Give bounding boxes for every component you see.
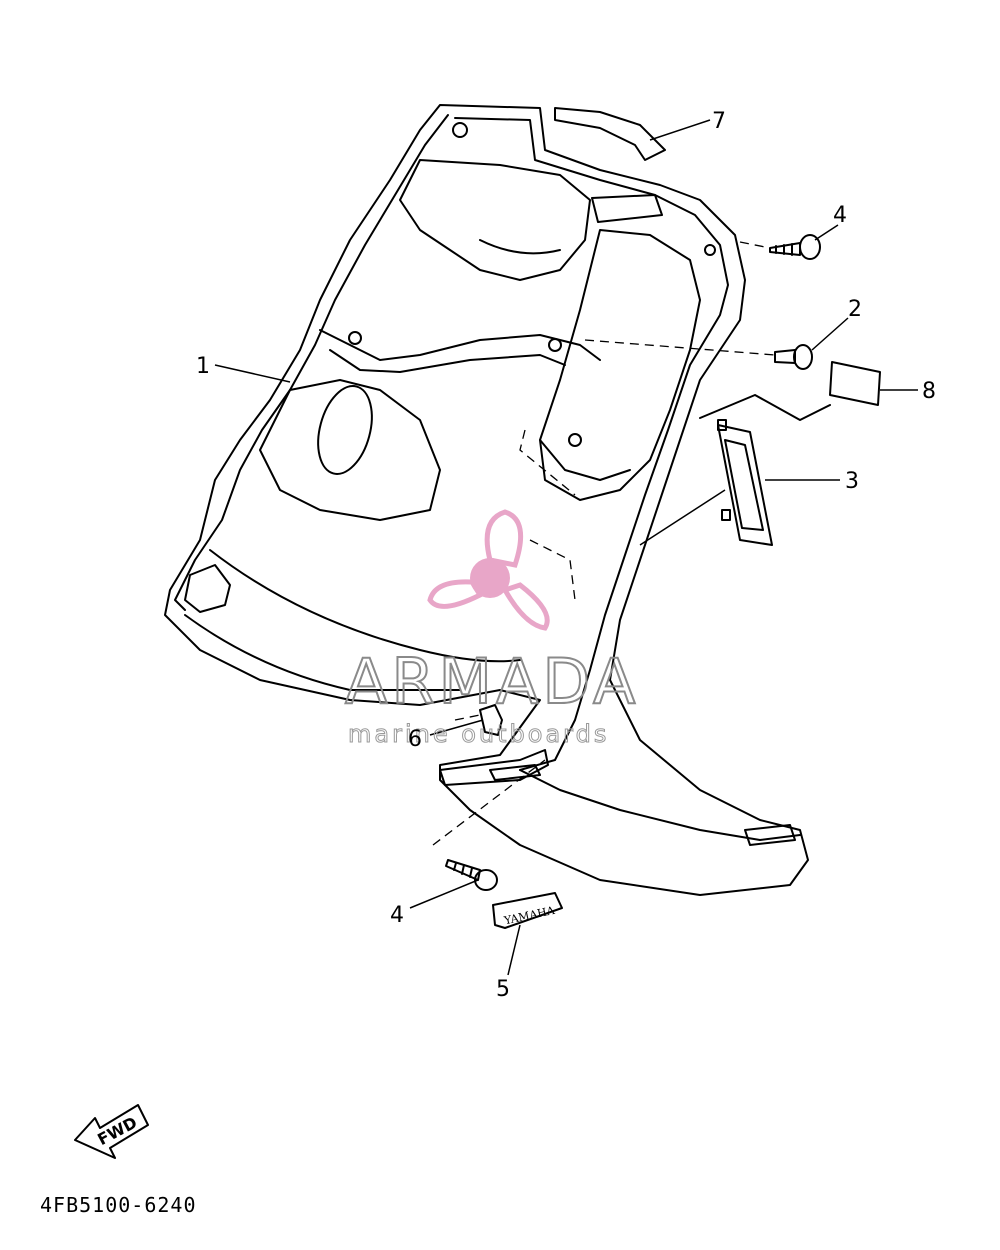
lower-panel-edge [184,614,461,691]
upper-recess-inner [479,239,561,255]
callout-4-top: 4 [833,203,847,228]
boss-far-right [704,244,716,256]
callout-5: 5 [496,977,510,1002]
part-8-label [829,361,881,406]
leg-shield-outline [164,104,809,896]
leader-4-top [814,224,839,241]
left-pocket-oval [317,385,373,475]
part-3-bracket [717,419,773,546]
leg-shield-inner-rim [454,117,729,771]
callout-8: 8 [922,379,936,404]
callout-2: 2 [848,297,862,322]
emblem-text: YAMAHA [502,904,557,928]
screw-4-top [769,234,821,260]
part-5-emblem [492,892,563,929]
callout-6: 6 [408,727,422,752]
cross-rib-lower [329,349,566,373]
screw-2 [774,344,813,370]
leader-3-panel [639,489,726,546]
watermark-hub [470,558,510,598]
bottom-tray [439,749,549,786]
boss-mid-left [348,331,362,345]
watermark-blade-right [501,582,550,631]
leg-shield-left-rim [174,114,449,611]
callout-4-bottom: 4 [390,903,404,928]
dash-2 [584,339,776,356]
leader-6 [429,719,484,736]
part-7-strip [554,107,666,161]
part-code: 4FB5100-6240 [40,1193,197,1217]
dash-inner [529,539,576,601]
cross-rib [319,329,601,361]
watermark-blade-left [427,579,484,609]
boss-right [568,433,582,447]
leader-5 [507,924,521,976]
boss-top [452,122,468,138]
leader-2 [811,317,849,351]
left-pocket [259,379,441,521]
leader-4-bottom [409,879,479,909]
fwd-arrow [74,1104,149,1159]
pad-on-shield [591,194,663,223]
left-clip-bracket [184,564,231,613]
foot-vent [744,824,796,846]
leader-1 [214,364,291,383]
right-inner-edge [539,439,631,481]
callout-1: 1 [196,354,210,379]
dash-4-top [739,241,771,249]
boss-mid-right [548,338,562,352]
part-6-clip [479,704,503,736]
dash-6 [454,714,481,721]
callout-7: 7 [712,109,726,134]
right-inner-panel [539,229,701,501]
dash-4-bottom [432,759,546,846]
bottom-tray-slot [489,764,541,781]
watermark-brand: ARMADA [345,645,639,718]
watermark-tagline: marine outboards [348,720,609,748]
watermark-logo: ARMADA marine outboards [344,509,639,749]
upper-recess [399,159,591,281]
foot-section [519,769,801,841]
callout-3: 3 [845,469,859,494]
screw-4-bottom [445,859,498,891]
dash-rib [519,429,576,496]
step-line [699,394,831,421]
leader-7 [649,119,711,141]
lower-panel [209,549,521,663]
watermark-blade-top [484,509,524,568]
